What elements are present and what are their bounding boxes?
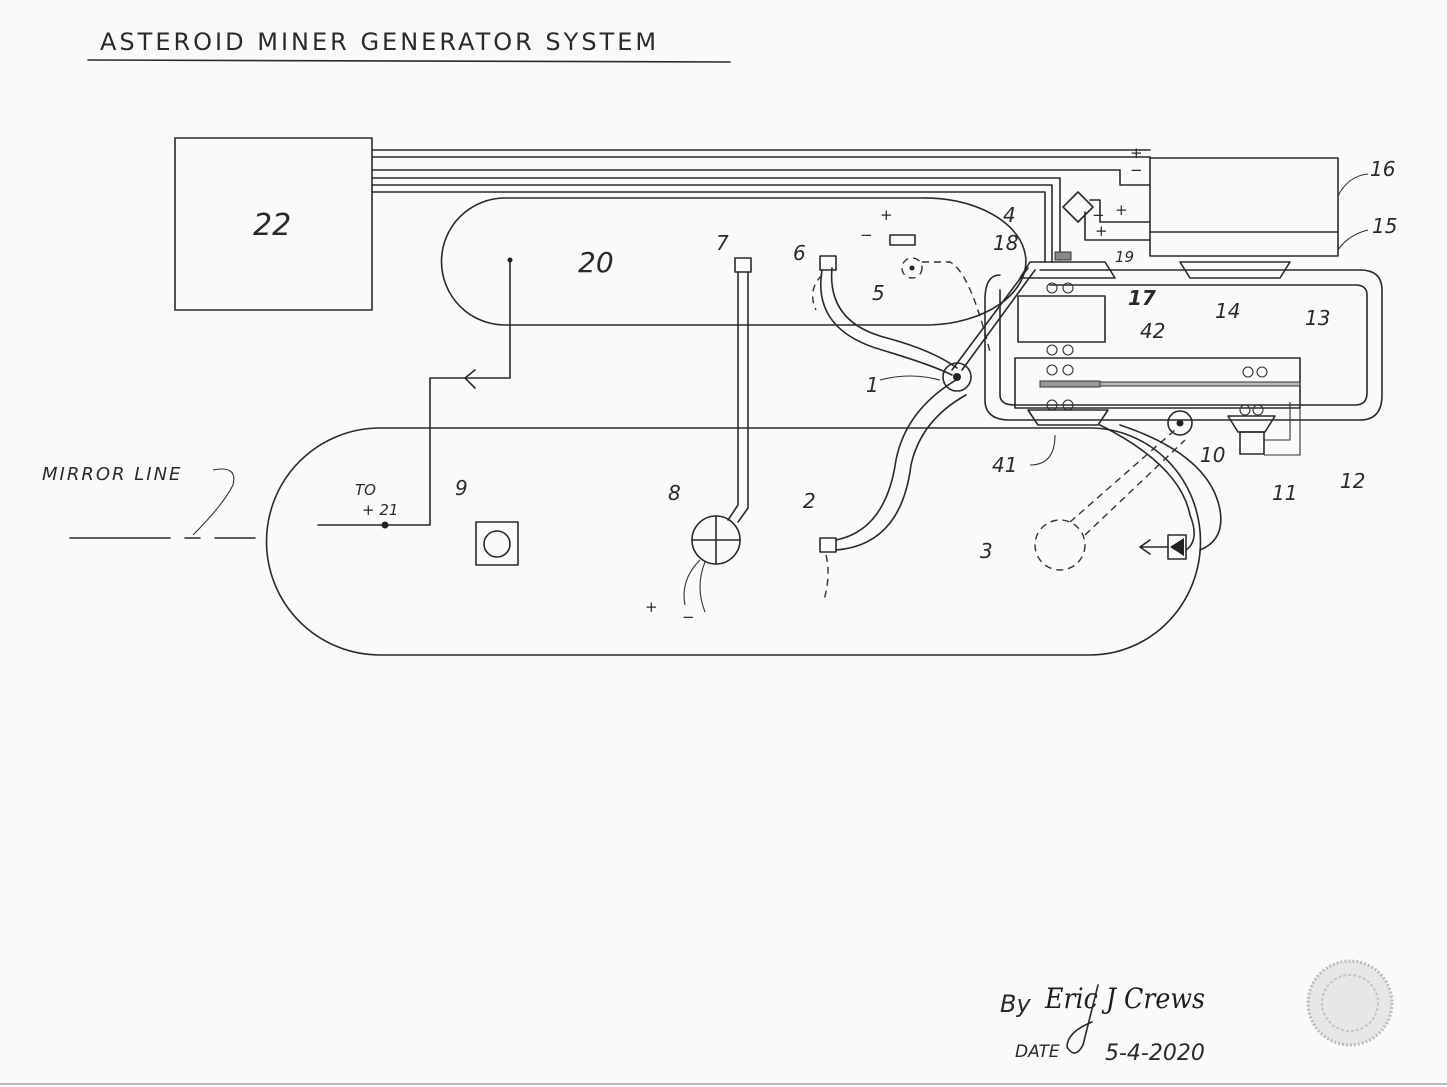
label-16: 16 xyxy=(1370,157,1395,181)
label-8: 8 xyxy=(668,481,681,505)
polarity-minus-2: − xyxy=(1092,206,1105,224)
component-7 xyxy=(734,257,752,273)
gear-42 xyxy=(1039,380,1101,388)
polarity-plus-8: + xyxy=(645,598,658,616)
label-15: 15 xyxy=(1372,214,1397,238)
signature-date-label: DATE xyxy=(1015,1042,1060,1062)
notary-seal xyxy=(1306,959,1394,1047)
label-4: 4 xyxy=(1003,203,1016,227)
component-4-diamond xyxy=(1062,191,1094,223)
component-22-box xyxy=(174,137,373,311)
wire-to-21 xyxy=(317,259,511,526)
arm-3 xyxy=(1069,429,1186,536)
polarity-plus: + xyxy=(1130,144,1143,162)
label-13: 13 xyxy=(1305,306,1330,330)
polarity-minus-8: − xyxy=(682,608,695,626)
polarity-plus-5: + xyxy=(880,206,893,224)
hose-6-to-1 xyxy=(820,267,958,376)
polarity-minus-5: − xyxy=(860,226,873,244)
polarity-plus-2: + xyxy=(1115,201,1128,219)
signature-by: By xyxy=(1000,990,1031,1018)
mirror-line-label: MIRROR LINE xyxy=(42,464,182,485)
label-19: 19 xyxy=(1115,248,1134,266)
component-19 xyxy=(1054,251,1072,261)
signature-date-value: 5-4-2020 xyxy=(1105,1041,1205,1066)
label-5: 5 xyxy=(872,281,885,305)
component-3 xyxy=(1034,519,1086,571)
label-20: 20 xyxy=(578,246,614,279)
wire-bundle xyxy=(371,149,1151,263)
component-2 xyxy=(819,537,837,553)
label-11: 11 xyxy=(1272,481,1297,505)
capsule-20 xyxy=(440,197,1027,326)
component-17 xyxy=(1017,295,1106,343)
arm-1 xyxy=(951,267,1036,371)
label-41: 41 xyxy=(992,453,1017,477)
component-11 xyxy=(1239,431,1265,455)
component-41 xyxy=(1027,409,1109,426)
signature-signer: Eric J Crews xyxy=(1044,982,1205,1015)
rollers xyxy=(1046,282,1268,416)
label-14: 14 xyxy=(1215,299,1240,323)
plus-21-label: + 21 xyxy=(362,501,398,519)
label-1: 1 xyxy=(866,373,879,397)
capsule-lower xyxy=(265,427,1202,656)
label-2: 2 xyxy=(803,489,816,513)
to-label: TO xyxy=(355,481,376,499)
loop-track xyxy=(984,269,1383,421)
label-18: 18 xyxy=(993,231,1018,255)
hose-2-to-1 xyxy=(835,379,967,551)
component-9 xyxy=(475,521,519,566)
component-12 xyxy=(1227,415,1276,433)
component-14 xyxy=(1179,261,1291,279)
label-10: 10 xyxy=(1200,443,1225,467)
polarity-minus: − xyxy=(1130,161,1143,179)
component-18 xyxy=(1019,261,1116,279)
label-42: 42 xyxy=(1140,319,1165,343)
pivot-10 xyxy=(1167,410,1193,436)
component-16-box xyxy=(1149,157,1339,257)
diagram-title: ASTEROID MINER GENERATOR SYSTEM xyxy=(100,28,659,56)
label-6: 6 xyxy=(793,241,806,265)
hose-outlet xyxy=(1099,424,1222,551)
label-22: 22 xyxy=(253,208,291,243)
terminal-21 xyxy=(381,521,389,529)
belt-13 xyxy=(1099,381,1301,387)
label-3: 3 xyxy=(980,539,993,563)
label-17: 17 xyxy=(1128,286,1156,310)
component-5 xyxy=(901,257,923,279)
label-7: 7 xyxy=(716,231,729,255)
label-12: 12 xyxy=(1340,469,1365,493)
component-6 xyxy=(819,255,837,271)
signature-flourish xyxy=(1066,984,1099,1054)
polarity-plus-3: + xyxy=(1095,222,1108,240)
title-underline xyxy=(87,59,731,63)
label-9: 9 xyxy=(455,476,468,500)
